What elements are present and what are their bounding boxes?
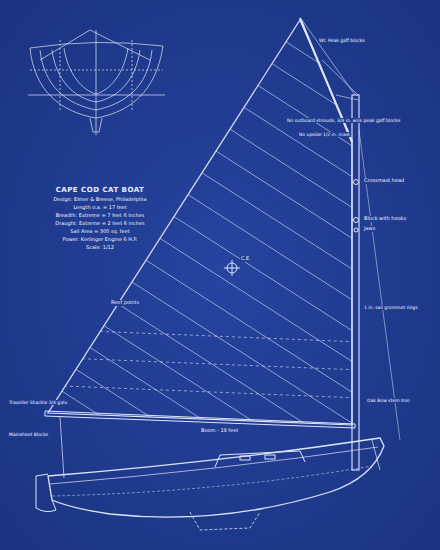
title-detail: Design: Elmer & Breese, Philadelphia: [52, 197, 147, 203]
rig-note: Oak Bow stem Iron: [366, 398, 411, 403]
drawing-title: CAPE COD CAT BOAT: [56, 186, 145, 194]
mainsheet: [60, 417, 64, 478]
sail-note: Reef points: [110, 300, 140, 306]
hull: [48, 438, 384, 517]
ce-symbol: [224, 260, 240, 276]
boom: [45, 411, 355, 428]
title-detail: Power: Kerlinger Engine 6 H.P.: [62, 237, 139, 243]
rig-note: Crossmast head: [363, 178, 405, 184]
rig-note: 1 in. sail grommet rings: [363, 305, 419, 310]
rig-note: No upside 1/2 in. mast: [298, 132, 351, 137]
mast: [352, 95, 359, 470]
rig-note: Jaws: [363, 226, 376, 232]
rig-note: Block with hooks: [363, 216, 407, 222]
title-detail: Sail Area = 300 sq. feet: [69, 229, 130, 235]
spar-note: Boom - 19 feet: [200, 428, 239, 434]
sail-seams: [40, 42, 440, 550]
fitting-note: Traveller Shackle 3/4 galv.: [8, 400, 69, 405]
peak-halyard: [302, 20, 355, 95]
title-detail: Scale: 1/12: [85, 245, 115, 251]
centerboard: [190, 512, 260, 530]
title-detail: Length o.a. = 17 feet: [72, 205, 127, 211]
rig-note: No outboard shrouds, 3/4 in. wire peak g…: [286, 118, 401, 123]
title-detail: Draught: Extreme = 2 feet 6 inches: [54, 221, 145, 227]
mainsail: [48, 20, 352, 425]
rig-note: Wt. Peak gaff blocks: [318, 38, 366, 43]
body-plan: [28, 30, 165, 135]
forestay: [359, 130, 400, 440]
cabin: [215, 451, 305, 467]
sail-note: C.E.: [240, 256, 252, 262]
fitting-note: Mainsheet Blocks: [8, 432, 49, 437]
rudder: [36, 474, 56, 512]
title-detail: Breadth: Extreme = 7 feet 6 inches: [55, 213, 146, 219]
